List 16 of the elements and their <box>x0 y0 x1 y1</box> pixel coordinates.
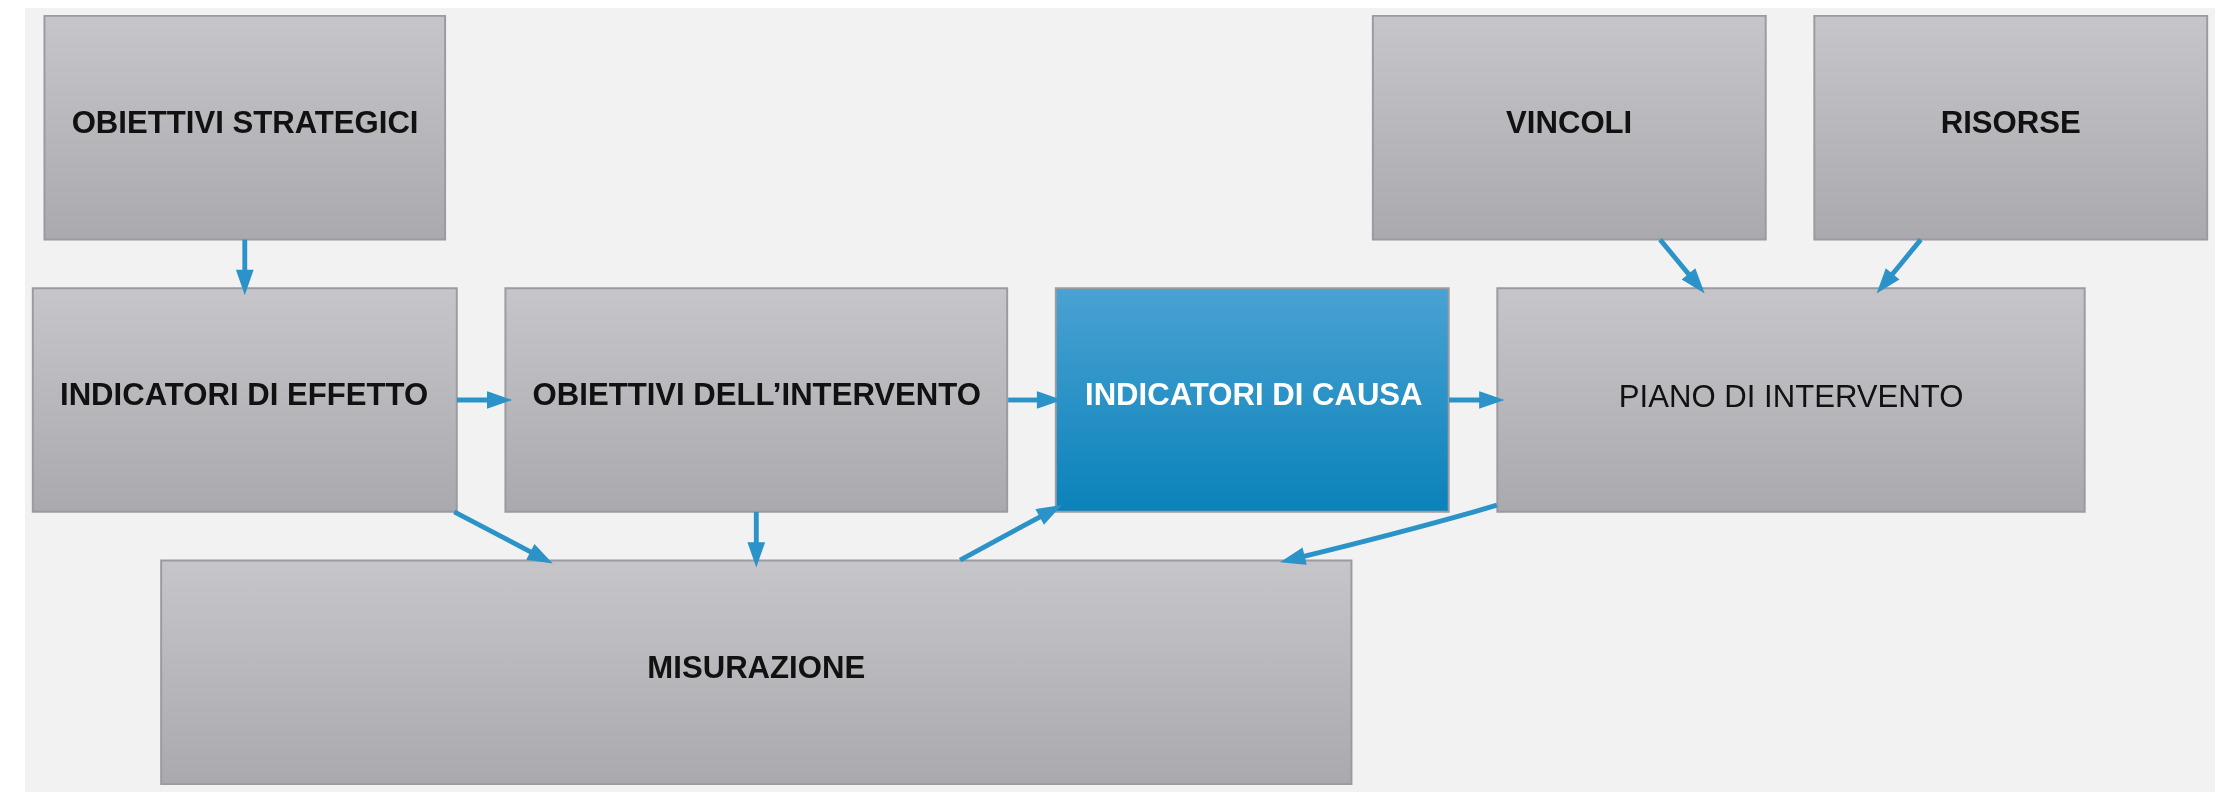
arrow <box>746 511 765 568</box>
arrow <box>452 509 553 564</box>
node-box: MISURAZIONE <box>159 559 1352 786</box>
node-box: OBIETTIVI STRATEGICI <box>43 14 446 241</box>
node-box: PIANO DI INTERVENTO <box>1495 287 2086 513</box>
node-box: OBIETTIVI DELL’INTERVENTO <box>503 287 1008 513</box>
arrow <box>1279 502 1498 565</box>
node-box: RISORSE <box>1812 14 2208 241</box>
node-box: INDICATORI DI CAUSA <box>1054 287 1450 513</box>
arrow <box>1657 238 1705 294</box>
arrow <box>1876 238 1923 294</box>
node-box: VINCOLI <box>1371 14 1767 241</box>
node-box: INDICATORI DI EFFETTO <box>31 287 458 513</box>
arrow <box>1448 391 1504 409</box>
arrow <box>456 391 512 409</box>
arrow <box>235 239 254 296</box>
